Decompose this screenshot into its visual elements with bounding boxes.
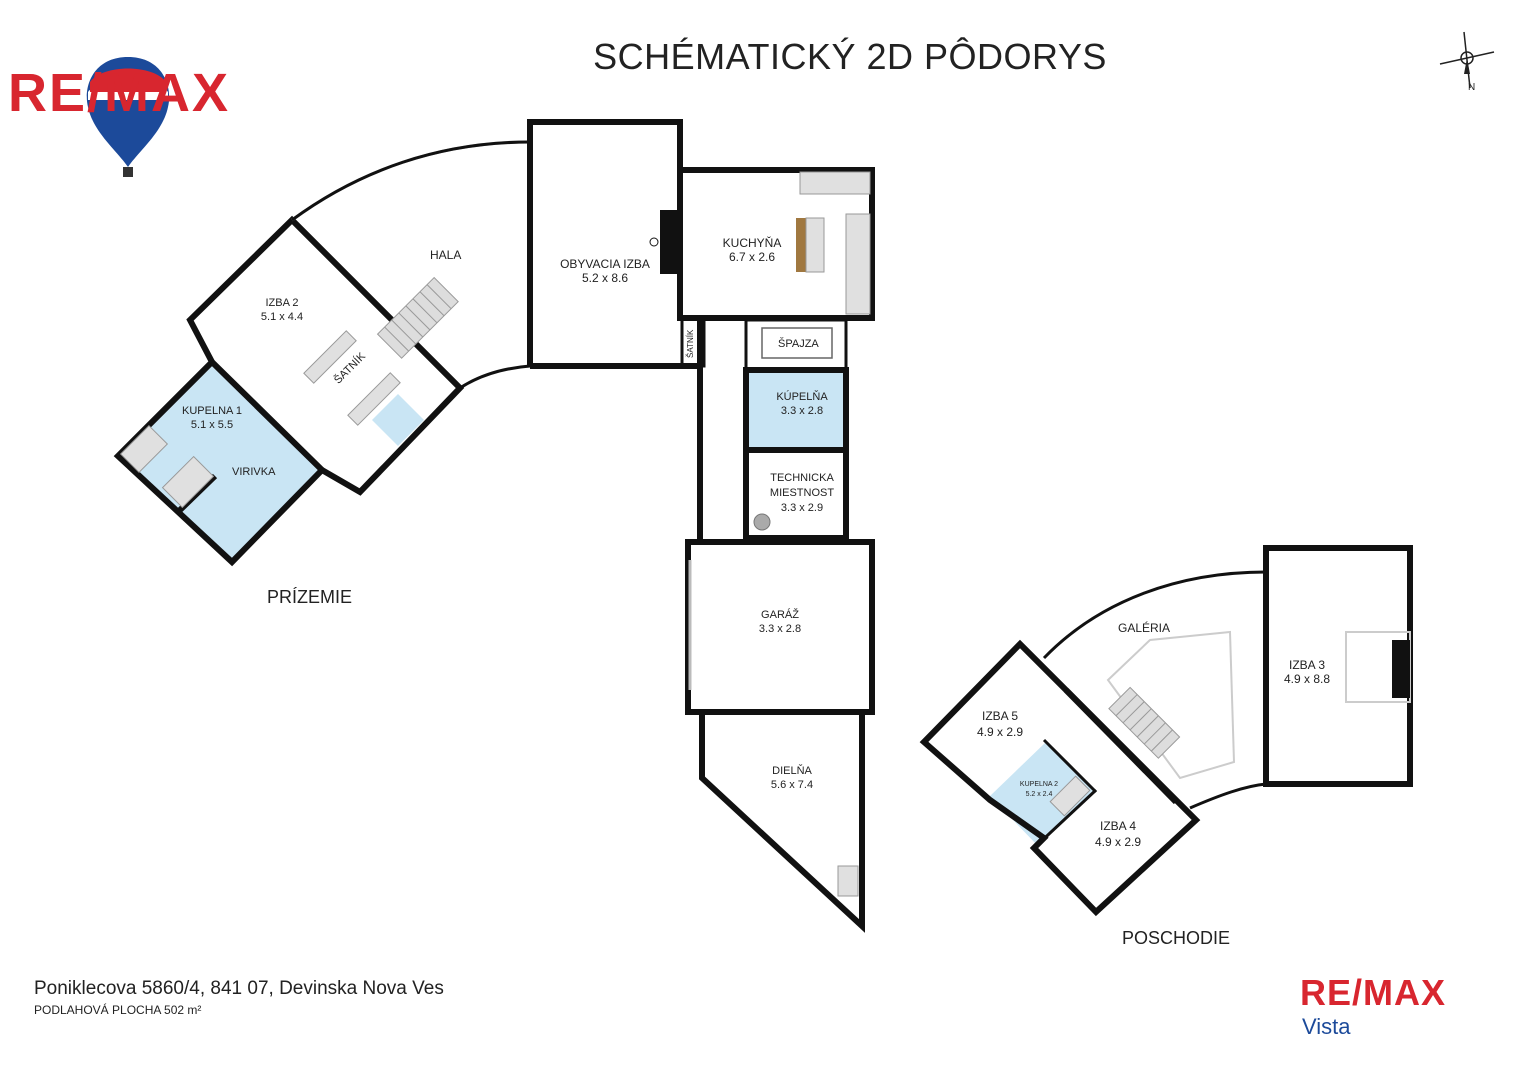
kuchyna-walls	[677, 167, 875, 321]
room-izba4: IZBA 4 4.9 x 2.9	[1068, 818, 1168, 850]
room-dim-garaz: 3.3 x 2.8	[758, 623, 802, 635]
satnik-shelf-1	[303, 330, 357, 384]
floor-area: PODLAHOVÁ PLOCHA 502 m²	[34, 1003, 202, 1017]
room-dim-izba4: 4.9 x 2.9	[1094, 835, 1142, 849]
ground-stairs	[376, 276, 459, 359]
obyvacia-walls	[527, 119, 683, 366]
page-title-text: SCHÉMATICKÝ 2D PÔDORYS	[593, 36, 1107, 77]
floor-title-upper: POSCHODIE	[1122, 928, 1231, 948]
floor-title-ground: PRÍZEMIE	[267, 587, 353, 607]
room-name-hala: HALA	[430, 248, 462, 262]
room-name-technicka-2: MIESTNOST	[769, 487, 835, 499]
satnik-shelf-2	[347, 372, 401, 426]
room-name-dielna: DIELŇA	[772, 765, 812, 777]
kupelna1-floor	[122, 366, 322, 560]
room-dim-kupelna-main: 3.3 x 2.8	[780, 405, 824, 417]
room-izba2: IZBA 2 5.1 x 4.4	[232, 296, 332, 324]
dielna-walls	[699, 709, 865, 933]
room-dim-kuchyna: 6.7 x 2.6	[728, 250, 776, 264]
room-kupelna2: KUPELNA 2 5.2 x 2.4	[1014, 780, 1064, 800]
kupelna2-tub	[1049, 775, 1091, 817]
galeria-void	[1106, 630, 1236, 780]
hala-lower-glass	[459, 364, 531, 390]
room-izba3: IZBA 3 4.9 x 8.8	[1257, 658, 1357, 686]
remax-logo-top: RE/MAX	[8, 57, 231, 177]
technicka-walls	[743, 447, 849, 541]
room-dim-kupelna2: 5.2 x 2.4	[1025, 791, 1053, 798]
room-name-virivka: VIRIVKA	[232, 466, 276, 478]
compass: N	[1438, 30, 1498, 93]
hala-upper-glass	[291, 140, 531, 222]
room-dim-kupelna1: 5.1 x 5.5	[190, 419, 234, 431]
room-name-izba5: IZBA 5	[981, 709, 1019, 723]
galeria-lower-curve	[1189, 782, 1267, 810]
room-name-kupelna2: KUPELNA 2	[1019, 781, 1059, 788]
room-name-satnik-small: ŠATNÍK	[686, 329, 695, 358]
room-dim-technicka: 3.3 x 2.9	[780, 502, 824, 514]
compass-north-label: N	[1468, 82, 1476, 93]
hala-upper-wall	[291, 140, 531, 222]
room-kupelna1: KUPELNA 1 5.1 x 5.5	[162, 404, 262, 432]
room-dim-dielna: 5.6 x 7.4	[770, 779, 814, 791]
page-title: SCHÉMATICKÝ 2D PÔDORYS	[0, 36, 1527, 78]
room-dim-izba3: 4.9 x 8.8	[1283, 672, 1331, 686]
izba3-fireplace	[1392, 640, 1410, 698]
room-dim-izba2: 5.1 x 4.4	[260, 311, 304, 323]
whirlpool	[161, 455, 215, 509]
kitchen-counter-top	[799, 171, 871, 195]
west-wing-walls	[113, 215, 465, 567]
room-dim-izba5: 4.9 x 2.9	[976, 725, 1024, 739]
room-name-kupelna-main: KÚPELŇA	[776, 391, 828, 403]
logo-top-text: RE/MAX	[8, 63, 231, 123]
room-izba5: IZBA 5 4.9 x 2.9	[950, 708, 1050, 740]
kitchen-counter-side	[845, 213, 871, 315]
fireplace	[660, 210, 682, 274]
room-name-kupelna1: KUPELNA 1	[182, 405, 242, 417]
room-name-izba2: IZBA 2	[265, 297, 299, 309]
room-name-izba3: IZBA 3	[1288, 658, 1326, 672]
kupelna-small-floor	[372, 394, 424, 446]
compass-icon	[1439, 31, 1495, 89]
address: Poniklecova 5860/4, 841 07, Devinska Nov…	[34, 978, 444, 999]
upper-stairs	[1108, 686, 1181, 759]
dielna-sink	[837, 865, 859, 897]
wall	[209, 359, 325, 473]
galeria-curve	[1042, 570, 1267, 660]
kitchen-island-top	[805, 217, 825, 273]
room-name-garaz: GARÁŽ	[761, 609, 799, 621]
boiler	[753, 513, 771, 531]
room-dim-obyvacia: 5.2 x 8.6	[581, 271, 629, 285]
remax-logo-bottom: RE/MAX	[1300, 972, 1447, 1013]
kupelna-main-floor	[748, 372, 844, 448]
spajza-shelf	[761, 327, 833, 359]
room-technicka: TECHNICKA MIESTNOST 3.3 x 2.9	[752, 471, 852, 516]
room-dielna: DIELŇA 5.6 x 7.4	[742, 764, 842, 792]
room-name-izba4: IZBA 4	[1099, 819, 1137, 833]
room-obyvacia: OBYVACIA IZBA 5.2 x 8.6	[555, 257, 655, 285]
room-name-spajza: ŠPAJZA	[778, 338, 819, 350]
tub	[119, 424, 169, 474]
room-garaz: GARÁŽ 3.3 x 2.8	[730, 608, 830, 636]
satnik-small-walls	[680, 316, 706, 368]
room-kupelna-main: KÚPELŇA 3.3 x 2.8	[752, 390, 852, 418]
room-name-obyvacia: OBYVACIA IZBA	[560, 257, 650, 271]
balloon-icon	[86, 57, 170, 177]
room-name-kuchyna: KUCHYŇA	[722, 236, 782, 250]
fireplace-dot	[649, 237, 659, 247]
izba3-rug	[1345, 631, 1411, 703]
room-name-technicka-1: TECHNICKA	[770, 472, 834, 484]
room-name-galeria: GALÉRIA	[1118, 621, 1171, 635]
upper-west-walls	[919, 639, 1201, 917]
wall	[1032, 788, 1098, 850]
remax-logo-vista: Vista	[1302, 1014, 1351, 1039]
wall	[1042, 738, 1098, 794]
wall	[1063, 687, 1179, 805]
room-kuchyna: KUCHYŇA 6.7 x 2.6	[702, 236, 802, 264]
